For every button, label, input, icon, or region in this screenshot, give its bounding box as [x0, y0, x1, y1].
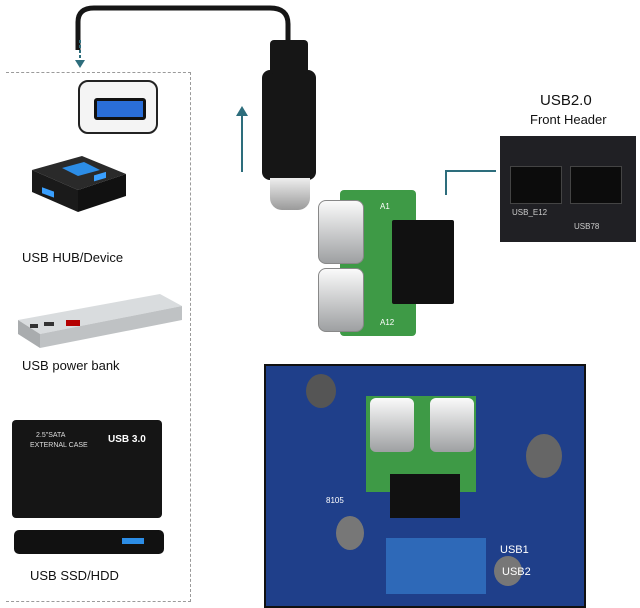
ssd-drive-bar	[14, 530, 164, 554]
device-panel	[6, 72, 191, 602]
usb-hub-label: USB HUB/Device	[22, 250, 124, 265]
header-label-78: USB78	[574, 222, 600, 231]
ssd-case-badge: USB 3.0	[108, 434, 146, 445]
up-arrow-icon	[236, 106, 248, 116]
pcb-label-a1: A1	[380, 202, 390, 211]
usb-port-icon	[78, 80, 158, 134]
usb-hub-image	[32, 156, 126, 212]
pin-header-block	[392, 220, 454, 304]
mb-label-usb1: USB1	[500, 544, 529, 556]
usb-c-port-bottom	[318, 268, 364, 332]
usb-c-plug-tip	[270, 178, 310, 210]
usb-c-plug-strain	[270, 40, 308, 74]
ssd-case-text-1: 2.5"SATA	[36, 432, 66, 439]
header-connector-line	[445, 170, 496, 195]
mb-label-8105: 8105	[326, 496, 344, 505]
ssd-enclosure-image	[12, 420, 162, 518]
power-bank-label: USB power bank	[22, 358, 120, 373]
power-bank-image	[18, 294, 182, 348]
header-label-e12: USB_E12	[512, 208, 548, 217]
pcb-label-a12: A12	[380, 318, 395, 327]
usb-ssd-label: USB SSD/HDD	[30, 568, 119, 583]
front-header-photo: USB_E12 USB78	[500, 136, 636, 242]
usb-c-port-top	[318, 200, 364, 264]
ssd-case-text-2: EXTERNAL CASE	[30, 442, 88, 449]
usb20-title: USB2.0	[540, 92, 592, 109]
front-header-title: Front Header	[530, 112, 607, 127]
motherboard-photo: USB1 USB2 8105	[264, 364, 586, 608]
usb-c-plug	[262, 70, 316, 180]
up-arrow-line	[241, 116, 243, 172]
mb-label-usb2: USB2	[502, 566, 531, 578]
